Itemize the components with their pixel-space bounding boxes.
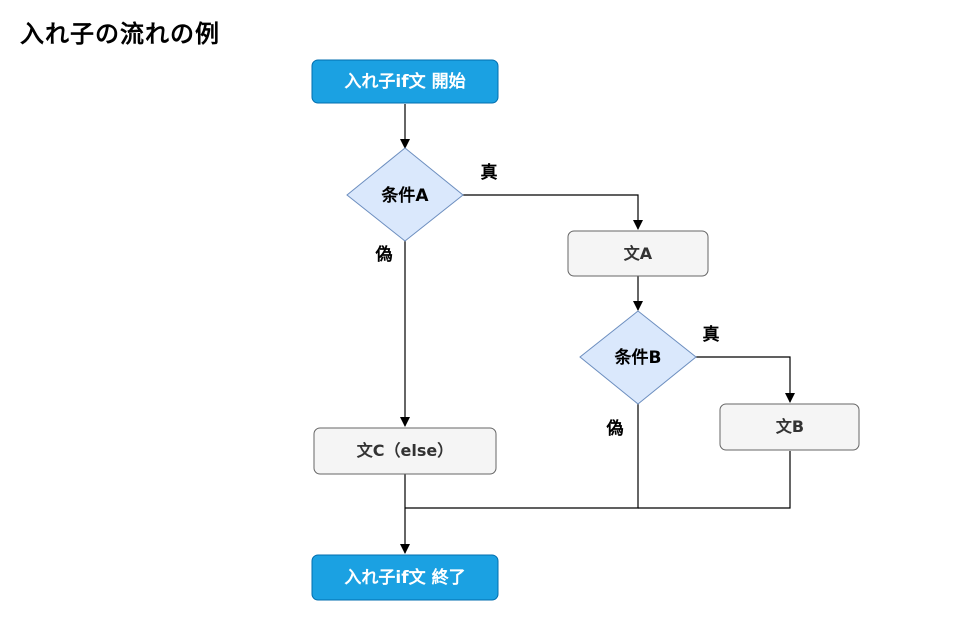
diagram-title: 入れ子の流れの例 bbox=[20, 20, 220, 48]
node-stmt-c: 文C（else） bbox=[313, 427, 497, 475]
label-cond-b-true: 真 bbox=[703, 324, 720, 345]
node-start-label: 入れ子if文 開始 bbox=[344, 71, 465, 92]
node-stmt-a: 文A bbox=[567, 230, 709, 277]
node-cond-b: 条件B bbox=[579, 310, 697, 405]
node-cond-a-label: 条件A bbox=[380, 185, 429, 206]
node-cond-b-label: 条件B bbox=[614, 347, 662, 368]
edge-stmt-b-merge bbox=[638, 451, 791, 509]
node-stmt-b-label: 文B bbox=[776, 417, 804, 436]
node-stmt-a-label: 文A bbox=[624, 244, 653, 263]
node-stmt-b: 文B bbox=[719, 403, 860, 451]
node-start: 入れ子if文 開始 bbox=[311, 59, 499, 104]
node-end: 入れ子if文 終了 bbox=[311, 554, 499, 601]
label-cond-b-false: 偽 bbox=[606, 418, 624, 439]
node-stmt-c-label: 文C（else） bbox=[357, 441, 453, 460]
edge-cond-a-true bbox=[463, 194, 643, 230]
edge-cond-b-true bbox=[696, 356, 795, 403]
connectors bbox=[400, 104, 795, 554]
node-cond-a: 条件A bbox=[346, 147, 464, 242]
label-cond-a-false: 偽 bbox=[375, 244, 393, 265]
node-end-label: 入れ子if文 終了 bbox=[344, 567, 465, 588]
label-cond-a-true: 真 bbox=[481, 162, 498, 183]
